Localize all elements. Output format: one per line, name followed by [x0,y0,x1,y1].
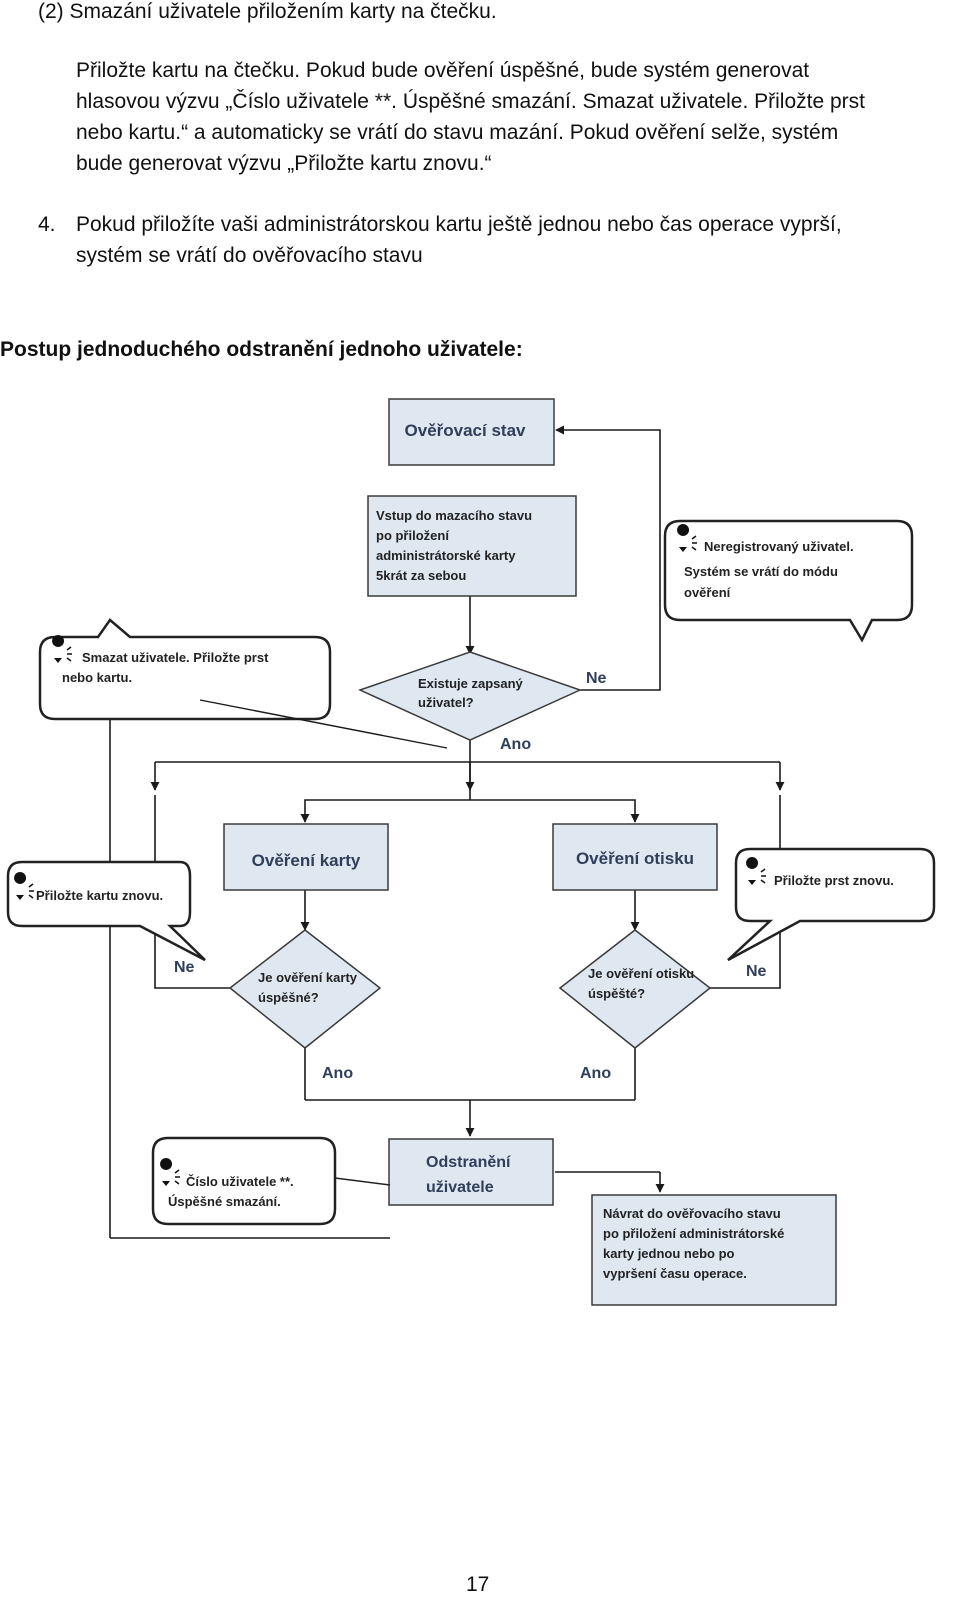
list-item-2: (2) Smazání uživatele přiložením karty n… [38,0,497,23]
svg-text:administrátorské karty: administrátorské karty [376,548,516,563]
svg-text:Úspěšné smazání.: Úspěšné smazání. [168,1194,281,1209]
paragraph-line: nebo kartu.“ a automaticky se vrátí do s… [76,121,839,144]
svg-text:ověření: ověření [684,585,731,600]
yes-label: Ano [322,1065,353,1082]
svg-text:po přiložení: po přiložení [376,528,449,543]
return-note: Návrat do ověřovacího stavu po přiložení… [591,1194,837,1306]
yes-label: Ano [580,1065,611,1082]
svg-text:Existuje zapsaný: Existuje zapsaný [418,676,524,691]
svg-text:Ověření otisku: Ověření otisku [576,849,694,868]
svg-text:Je ověření karty: Je ověření karty [258,970,358,985]
finger-verify-box: Ověření otisku [552,823,718,891]
exists-user-decision: Existuje zapsaný uživatel? [357,651,583,741]
no-label: Ne [174,959,195,976]
delete-user-box: Odstranění uživatele [388,1138,554,1206]
no-label: Ne [586,670,607,687]
yes-label: Ano [500,736,531,753]
section-heading: Postup jednoduchého odstranění jednoho u… [0,338,523,361]
svg-text:Přiložte kartu znovu.: Přiložte kartu znovu. [36,888,163,903]
finger-again-bubble: Přiložte prst znovu. [727,847,936,962]
svg-text:Smazat uživatele. Přiložte prs: Smazat uživatele. Přiložte prst [82,650,269,665]
card-verify-box: Ověření karty [223,823,389,891]
paragraph-line: hlasovou výzvu „Číslo uživatele **. Úspě… [76,90,866,113]
delete-prompt-bubble: Smazat uživatele. Přiložte prst nebo kar… [38,618,332,721]
svg-text:Ověření karty: Ověření karty [252,851,361,870]
svg-text:Ověřovací stav: Ověřovací stav [405,421,527,440]
svg-text:úspěšné?: úspěšné? [258,990,319,1005]
unregistered-bubble: Neregistrovaný uživatel. Systém se vrátí… [663,519,914,643]
enter-delete-note: Vstup do mazacího stavu po přiložení adm… [367,495,577,597]
svg-text:5krát za sebou: 5krát za sebou [376,568,466,583]
verify-state-box: Ověřovací stav [388,398,555,466]
svg-text:Návrat do ověřovacího stavu: Návrat do ověřovacího stavu [603,1206,781,1221]
svg-text:Systém se vrátí do módu: Systém se vrátí do módu [684,564,838,579]
list-item-4-line: Pokud přiložíte vaši administrátorskou k… [76,213,842,236]
svg-text:Je ověření otisku: Je ověření otisku [588,966,694,981]
svg-text:vypršení času operace.: vypršení času operace. [603,1266,747,1281]
no-label: Ne [746,963,767,980]
page-number: 17 [466,1573,490,1596]
svg-text:uživatele: uživatele [426,1179,494,1196]
svg-text:Číslo uživatele **.: Číslo uživatele **. [186,1174,294,1189]
svg-text:Neregistrovaný uživatel.: Neregistrovaný uživatel. [704,539,854,554]
list-item-4-line: systém se vrátí do ověřovacího stavu [76,244,423,267]
card-again-bubble: Přiložte kartu znovu. [6,860,206,962]
svg-text:po přiložení administrátorské: po přiložení administrátorské [603,1226,784,1241]
svg-text:Vstup do mazacího stavu: Vstup do mazacího stavu [376,508,532,523]
card-success-decision: Je ověření karty úspěšné? [228,929,382,1049]
svg-text:karty jednou nebo po: karty jednou nebo po [603,1246,735,1261]
user-deleted-bubble: Číslo uživatele **. Úspěšné smazání. [151,1136,391,1226]
svg-text:nebo kartu.: nebo kartu. [62,670,132,685]
finger-success-decision: Je ověření otisku úspěšté? [558,929,712,1049]
svg-text:Odstranění: Odstranění [426,1154,511,1171]
paragraph-line: Přiložte kartu na čtečku. Pokud bude ově… [76,59,810,82]
svg-text:Přiložte prst znovu.: Přiložte prst znovu. [774,873,894,888]
paragraph-line: bude generovat výzvu „Přiložte kartu zno… [76,152,492,175]
svg-text:uživatel?: uživatel? [418,695,474,710]
svg-text:úspěšté?: úspěšté? [588,986,645,1001]
list-item-4-number: 4. [38,213,56,236]
